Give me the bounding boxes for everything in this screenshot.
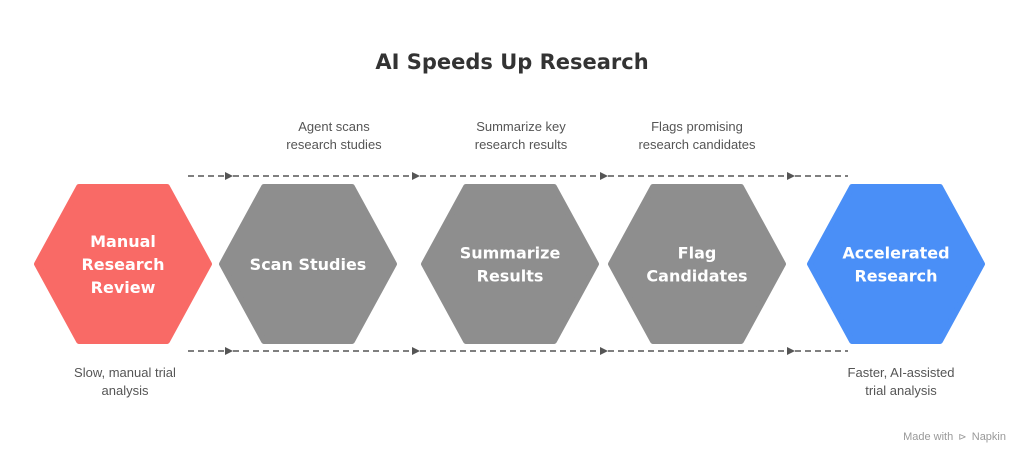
dashed-arrow xyxy=(420,347,608,355)
caption-end: Faster, AI-assisted trial analysis xyxy=(806,364,996,400)
hexagon-label: Accelerated xyxy=(842,244,949,263)
hexagon-shape xyxy=(608,184,786,344)
hexagon-label: Review xyxy=(91,278,156,297)
footer-brand: Napkin xyxy=(971,431,1006,443)
arrowhead-icon xyxy=(225,172,233,180)
caption-line: Faster, AI-assisted xyxy=(847,365,955,380)
caption-summarize: Summarize key research results xyxy=(426,118,616,154)
caption-start: Slow, manual trial analysis xyxy=(30,364,220,400)
caption-line: research results xyxy=(474,137,568,152)
hexagon-label: Research xyxy=(854,267,937,286)
hexagon-label: Scan Studies xyxy=(250,255,367,274)
dashed-arrow xyxy=(188,172,233,180)
hexagon-shape xyxy=(807,184,985,344)
caption-scan: Agent scans research studies xyxy=(239,118,429,154)
dashed-arrow xyxy=(233,172,420,180)
dashed-arrow xyxy=(608,172,795,180)
hexagon-label: Research xyxy=(81,255,164,274)
caption-line: Slow, manual trial xyxy=(74,365,176,380)
hexagon-scan: Scan Studies xyxy=(219,184,397,344)
hexagon-shape xyxy=(219,184,397,344)
arrowhead-icon xyxy=(225,347,233,355)
arrowhead-icon xyxy=(600,347,608,355)
dashed-arrow xyxy=(188,347,233,355)
diagram-title: AI Speeds Up Research xyxy=(375,50,649,74)
hexagon-label: Summarize xyxy=(460,244,561,263)
arrowhead-icon xyxy=(787,347,795,355)
caption-line: trial analysis xyxy=(865,383,937,398)
hexagon-shape xyxy=(421,184,599,344)
caption-line: Agent scans xyxy=(298,119,370,134)
hexagon-label: Results xyxy=(477,267,544,286)
dashed-arrow xyxy=(608,347,795,355)
caption-line: Flags promising xyxy=(651,119,743,134)
hexagon-label: Flag xyxy=(678,244,717,263)
caption-line: research candidates xyxy=(638,137,756,152)
hexagon-label: Manual xyxy=(90,232,156,251)
dashed-arrows xyxy=(188,172,848,355)
caption-flag: Flags promising research candidates xyxy=(602,118,792,154)
arrowhead-icon xyxy=(412,172,420,180)
dashed-arrow xyxy=(233,347,420,355)
footer-credit: Made with ⊳ Napkin xyxy=(903,431,1006,443)
caption-line: analysis xyxy=(101,383,149,398)
dashed-arrow xyxy=(420,172,608,180)
arrowhead-icon xyxy=(412,347,420,355)
caption-line: research studies xyxy=(286,137,382,152)
arrowhead-icon xyxy=(787,172,795,180)
footer-prefix: Made with xyxy=(903,431,954,443)
hexagon-shape xyxy=(34,184,212,344)
arrowhead-icon xyxy=(600,172,608,180)
caption-line: Summarize key xyxy=(476,119,566,134)
napkin-logo-icon: ⊳ xyxy=(958,432,967,443)
hexagon-label: Candidates xyxy=(646,267,747,286)
